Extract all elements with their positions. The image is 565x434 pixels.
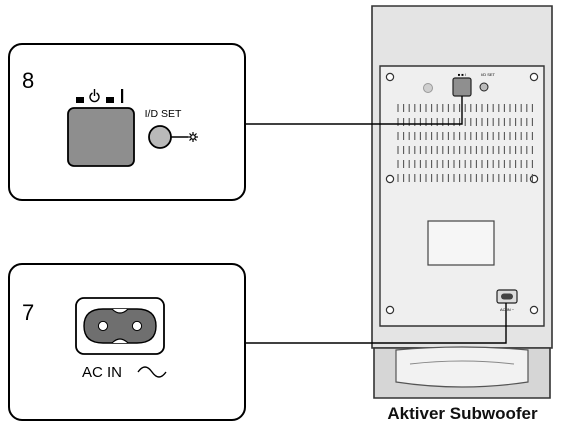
asterisk-sun-icon [188, 132, 198, 142]
id-set-button[interactable] [148, 125, 172, 149]
screw [385, 305, 395, 315]
power-switch[interactable] [67, 107, 135, 167]
device-caption: Aktiver Subwoofer [387, 404, 538, 423]
panel-switch-marks: ■ ■ I [458, 72, 466, 77]
rear-panel [379, 65, 545, 327]
standby-power-icon [76, 89, 100, 103]
ac-inlet-notch-top [111, 308, 129, 314]
ac-wave-icon [137, 366, 167, 378]
ac-in-label: AC IN [82, 364, 122, 381]
screw [385, 72, 395, 82]
panel-screws [385, 72, 539, 315]
ac-inlet-notch-bottom [111, 338, 129, 344]
power-on-icon [106, 89, 124, 103]
panel-ac-mark: AC IN ~ [500, 307, 515, 312]
subwoofer-port-opening [395, 346, 529, 388]
ac-inlet-figure8-icon [83, 308, 157, 344]
panel-id-set-button [479, 82, 489, 92]
id-set-label: I/D SET [145, 108, 182, 120]
indicator-lamp [423, 83, 433, 93]
panel-power-switch [452, 77, 472, 97]
ac-inlet-pin [97, 320, 109, 332]
screw [529, 174, 539, 184]
panel-idset-mark: I/D SET [481, 72, 496, 77]
screw [385, 174, 395, 184]
callout-number-8: 8 [22, 68, 34, 93]
subwoofer-port-inner [409, 360, 515, 365]
ac-inlet-pin [131, 320, 143, 332]
leader-line-8 [246, 96, 463, 125]
screw [529, 305, 539, 315]
screw [529, 72, 539, 82]
leader-line-7 [246, 303, 507, 344]
subwoofer-rear-view: ■ ■ I I/D SET AC IN ~ [371, 5, 553, 399]
callout-number-7: 7 [22, 300, 34, 325]
callout-box-7: 7 AC IN [8, 263, 246, 421]
callout-box-8: 8 I/D SET [8, 43, 246, 201]
rating-label-plate [427, 220, 495, 266]
vent-slots [397, 104, 533, 182]
panel-ac-socket-shape [501, 293, 513, 300]
